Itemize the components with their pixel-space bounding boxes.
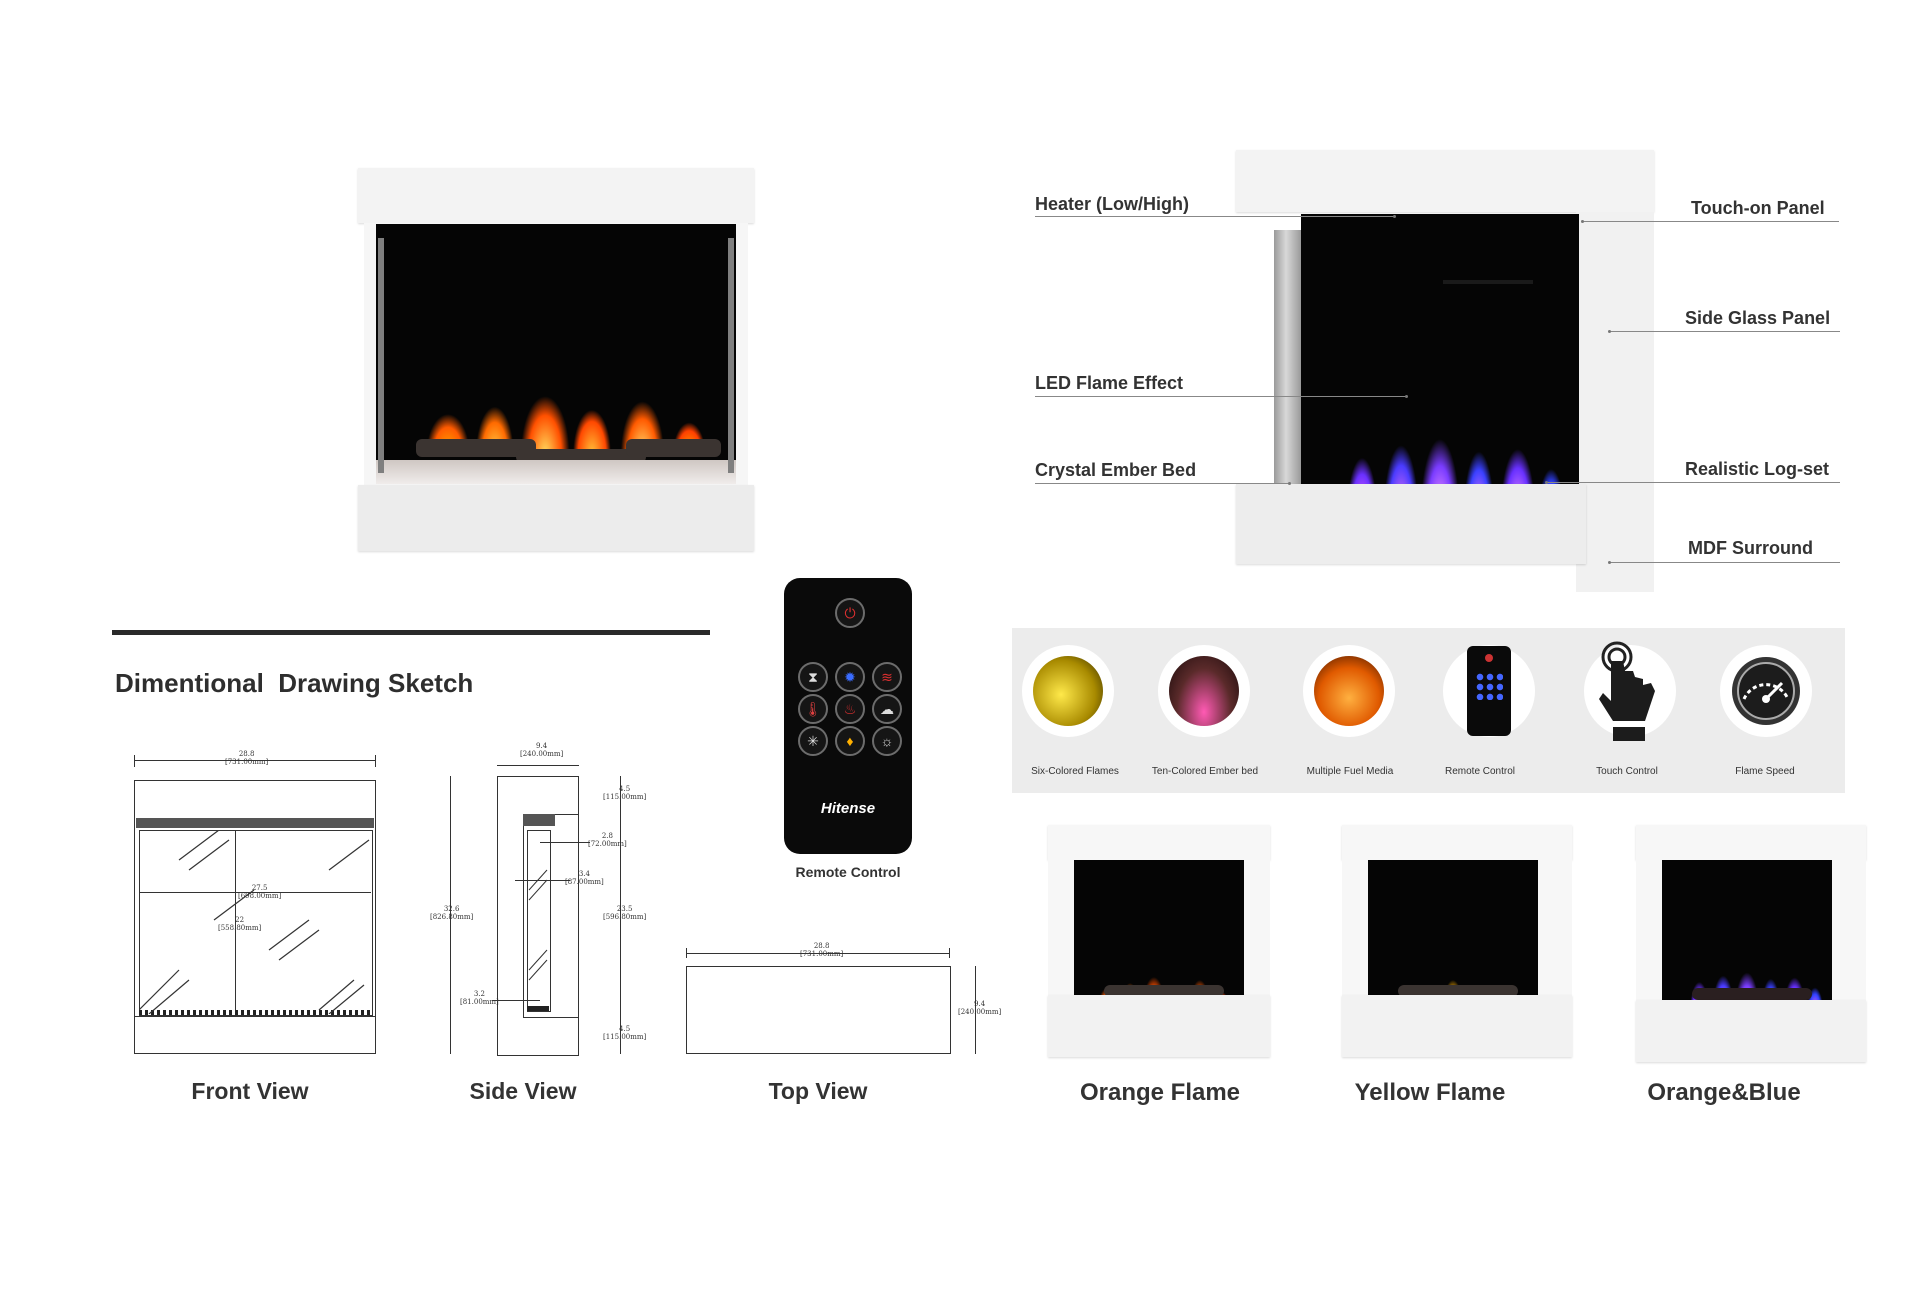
touch-hand-icon bbox=[1599, 641, 1655, 741]
remote-brand: Hitense bbox=[820, 800, 876, 817]
callout-touch-panel: Touch-on Panel bbox=[1691, 198, 1825, 218]
callout-surround: MDF Surround bbox=[1688, 538, 1813, 558]
dim-side-top: 9.4 [240.00mm] bbox=[520, 742, 564, 758]
section-divider bbox=[112, 630, 710, 635]
variant-label-yellow: Yellow Flame bbox=[1354, 1079, 1506, 1106]
fireplace-angled-photo bbox=[1236, 150, 1656, 595]
section-title: Dimentional Drawing Sketch bbox=[115, 668, 474, 698]
yellow-flame-icon bbox=[1033, 656, 1103, 726]
dim-side-d1: 2.8 [72.00mm] bbox=[588, 832, 627, 848]
callout-ember-bed: Crystal Ember Bed bbox=[1035, 460, 1197, 480]
thermometer-icon: 🌡 bbox=[798, 694, 828, 724]
dim-top-width: 28.8 [731.00mm] bbox=[800, 942, 844, 958]
variant-orange-photo bbox=[1048, 825, 1270, 1065]
dim-front-glass-h: 22 [558.80mm] bbox=[218, 916, 262, 932]
flame-speed-icon: ✳ bbox=[798, 726, 828, 756]
dim-side-top-gap: 4.5 [115.00mm] bbox=[603, 785, 647, 801]
remote-icon bbox=[1467, 646, 1511, 736]
dim-top-depth: 9.4 [240.00mm] bbox=[958, 1000, 1002, 1016]
brightness-icon: ☁ bbox=[872, 694, 902, 724]
ember-bed-icon bbox=[1169, 656, 1239, 726]
dim-front-width: 28.8 [731.00mm] bbox=[225, 750, 269, 766]
light-icon: ☼ bbox=[872, 726, 902, 756]
fuel-media-icon bbox=[1314, 656, 1384, 726]
top-view-label: Top View bbox=[768, 1078, 868, 1104]
dim-side-inner-h: 23.5 [596.80mm] bbox=[603, 905, 647, 921]
power-icon: ⏻ bbox=[835, 598, 865, 628]
heat-icon: ≋ bbox=[872, 662, 902, 692]
mantel-top bbox=[358, 168, 754, 223]
callout-led-flame: LED Flame Effect bbox=[1035, 373, 1184, 393]
features-strip bbox=[1012, 628, 1845, 793]
flame-color-icon: ✹ bbox=[835, 662, 865, 692]
callout-side-glass: Side Glass Panel bbox=[1685, 308, 1831, 328]
variant-label-orange: Orange Flame bbox=[1079, 1079, 1241, 1106]
fire-icon: ♨ bbox=[835, 694, 865, 724]
dim-side-d3: 3.2 [81.00mm] bbox=[460, 990, 499, 1006]
callout-log-set: Realistic Log-set bbox=[1685, 459, 1830, 479]
ember-icon: ♦ bbox=[835, 726, 865, 756]
front-view-label: Front View bbox=[191, 1078, 309, 1104]
side-view-label: Side View bbox=[469, 1078, 577, 1104]
timer-icon: ⧗ bbox=[798, 662, 828, 692]
remote-control-photo: ⏻ ⧗ ✹ ≋ 🌡 ♨ ☁ ✳ ♦ ☼ Hitense bbox=[784, 578, 912, 854]
dim-side-d2: 3.4 [87.00mm] bbox=[565, 870, 604, 886]
base-plinth bbox=[358, 485, 754, 551]
speedometer-icon bbox=[1732, 657, 1800, 725]
dim-front-glass-w: 27.5 [698.00mm] bbox=[238, 884, 282, 900]
fireplace-front-photo bbox=[356, 168, 756, 553]
callout-heater: Heater (Low/High) bbox=[1035, 194, 1190, 214]
dim-side-bottom-gap: 4.5 [115.00mm] bbox=[603, 1025, 647, 1041]
remote-caption: Remote Control bbox=[795, 864, 901, 880]
dim-side-height: 32.6 [826.80mm] bbox=[430, 905, 474, 921]
firebox bbox=[376, 224, 736, 484]
firebox bbox=[1301, 214, 1579, 526]
variant-yellow-photo bbox=[1342, 825, 1572, 1065]
variant-label-orange-blue: Orange&Blue bbox=[1647, 1079, 1801, 1106]
variant-orange-blue-photo bbox=[1636, 825, 1866, 1070]
